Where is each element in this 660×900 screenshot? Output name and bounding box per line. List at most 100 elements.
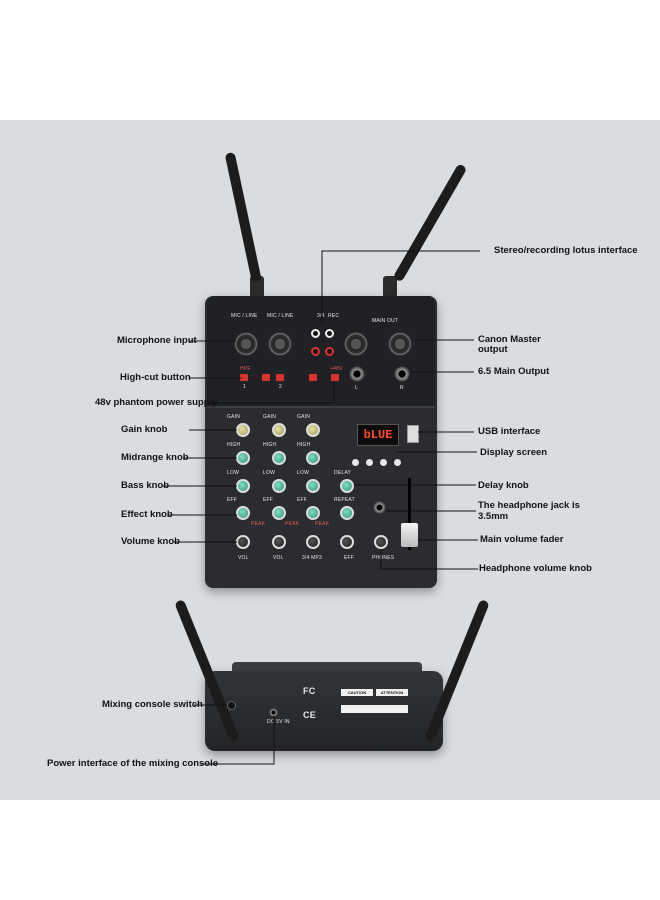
display-screen: bLUE — [357, 424, 399, 446]
headphone-jack[interactable] — [373, 501, 386, 514]
label-gain-1: GAIN — [227, 414, 241, 420]
callout-mixing-console-switch: Mixing console switch — [102, 699, 203, 710]
label-eff-3: EFF — [297, 497, 308, 503]
label-peak-1: PEAK — [251, 521, 266, 527]
antenna-right-base — [383, 276, 397, 298]
callout-volume-knob: Volume knob — [121, 536, 180, 547]
mixing-console-switch[interactable] — [227, 701, 236, 710]
label-dc: DC 5V IN — [267, 719, 290, 725]
label-high-2: HIGH — [263, 442, 277, 448]
callout-power-interface: Power interface of the mixing console — [47, 758, 219, 769]
effect-knob-1[interactable] — [236, 506, 250, 520]
label-eff-out: EFF — [344, 555, 355, 561]
callout-usb-interface: USB interface — [478, 426, 541, 437]
label-48v: +48V — [330, 366, 343, 372]
label-ce: CE — [303, 710, 316, 720]
label-eff-2: EFF — [263, 497, 274, 503]
volume-knob-2[interactable] — [272, 535, 286, 549]
label-gain-3: GAIN — [297, 414, 311, 420]
label-phones: PHONES — [372, 555, 395, 561]
label-l: L — [355, 385, 358, 391]
callout-headphone-volume-knob: Headphone volume knob — [479, 563, 592, 574]
effect-knob-2[interactable] — [272, 506, 286, 520]
label-mic-line-2: MIC / LINE — [267, 313, 294, 319]
callout-bass-knob: Bass knob — [121, 480, 170, 491]
callout-high-cut-button: High-cut button — [120, 372, 191, 383]
label-3-4-mp3: 3/4 MP3 — [302, 555, 323, 561]
serial-label — [341, 705, 408, 713]
label-ch2: 2 — [279, 384, 282, 390]
headphone-volume-knob[interactable] — [374, 535, 388, 549]
effect-knob-3[interactable] — [306, 506, 320, 520]
callout-microphone-input: Microphone input — [117, 335, 197, 346]
label-hpf: HPF — [240, 366, 251, 372]
phantom-button-48v[interactable] — [331, 374, 339, 381]
callout-headphone-jack-2: 3.5mm — [478, 511, 509, 522]
fader-slot — [408, 478, 411, 550]
function-button-3[interactable] — [380, 459, 387, 466]
main-output-r-jack[interactable] — [394, 366, 410, 382]
label-3-4: 3/4 — [317, 313, 325, 319]
label-low-2: LOW — [263, 470, 275, 476]
callout-display-screen: Display screen — [480, 447, 548, 458]
function-button-1[interactable] — [352, 459, 359, 466]
label-peak-3: PEAK — [315, 521, 330, 527]
attention-sticker: ATTENTION — [376, 689, 408, 696]
mic-input-2[interactable] — [268, 332, 292, 356]
callout-stereo-recording: Stereo/recording lotus interface — [494, 245, 638, 256]
main-volume-fader[interactable] — [401, 523, 418, 547]
rca-red-1[interactable] — [311, 347, 320, 356]
bass-knob-3[interactable] — [306, 479, 320, 493]
rca-red-2[interactable] — [325, 347, 334, 356]
eff-output-knob[interactable] — [340, 535, 354, 549]
hpf-button-3[interactable] — [276, 374, 284, 381]
main-output-l-jack[interactable] — [349, 366, 365, 382]
callout-midrange-knob: Midrange knob — [121, 452, 189, 463]
label-vol-2: VOL — [273, 555, 284, 561]
mid-knob-2[interactable] — [272, 451, 286, 465]
gain-knob-3[interactable] — [306, 423, 320, 437]
label-peak-2: PEAK — [285, 521, 300, 527]
rca-white-1[interactable] — [311, 329, 320, 338]
callout-delay-knob: Delay knob — [478, 480, 529, 491]
bass-knob-2[interactable] — [272, 479, 286, 493]
callout-gain-knob: Gain knob — [121, 424, 168, 435]
power-interface-port[interactable] — [269, 708, 278, 717]
caution-sticker: CAUTION — [341, 689, 373, 696]
callout-effect-knob: Effect knob — [121, 509, 173, 520]
label-delay: DELAY — [334, 470, 352, 476]
callout-canon-master-2: output — [478, 344, 508, 355]
callout-main-output: 6.5 Main Output — [478, 366, 550, 377]
canon-output-r[interactable] — [388, 332, 412, 356]
callout-headphone-jack: The headphone jack is — [478, 500, 580, 511]
label-fc: FC — [303, 686, 316, 696]
label-vol-1: VOL — [238, 555, 249, 561]
label-mic-line-1: MIC / LINE — [231, 313, 258, 319]
function-button-4[interactable] — [394, 459, 401, 466]
label-ch1: 1 — [243, 384, 246, 390]
label-high-3: HIGH — [297, 442, 311, 448]
phantom-button-1[interactable] — [309, 374, 317, 381]
label-r: R — [400, 385, 404, 391]
volume-knob-3[interactable] — [306, 535, 320, 549]
label-rec: REC — [328, 313, 340, 319]
label-eff-1: EFF — [227, 497, 238, 503]
label-main-out: MAIN OUT — [372, 318, 399, 324]
mid-knob-3[interactable] — [306, 451, 320, 465]
rca-white-2[interactable] — [325, 329, 334, 338]
hpf-button-1[interactable] — [240, 374, 248, 381]
label-low-1: LOW — [227, 470, 239, 476]
delay-knob[interactable] — [340, 479, 354, 493]
callout-canon-master: Canon Master — [478, 334, 541, 345]
callout-phantom-power: 48v phantom power supply — [95, 397, 218, 408]
label-gain-2: GAIN — [263, 414, 277, 420]
function-button-2[interactable] — [366, 459, 373, 466]
canon-output-l[interactable] — [344, 332, 368, 356]
label-repeat: REPEAT — [334, 497, 355, 503]
usb-port[interactable] — [407, 425, 419, 443]
hpf-button-2[interactable] — [262, 374, 270, 381]
repeat-knob[interactable] — [340, 506, 354, 520]
gain-knob-2[interactable] — [272, 423, 286, 437]
mic-input-1[interactable] — [234, 332, 258, 356]
